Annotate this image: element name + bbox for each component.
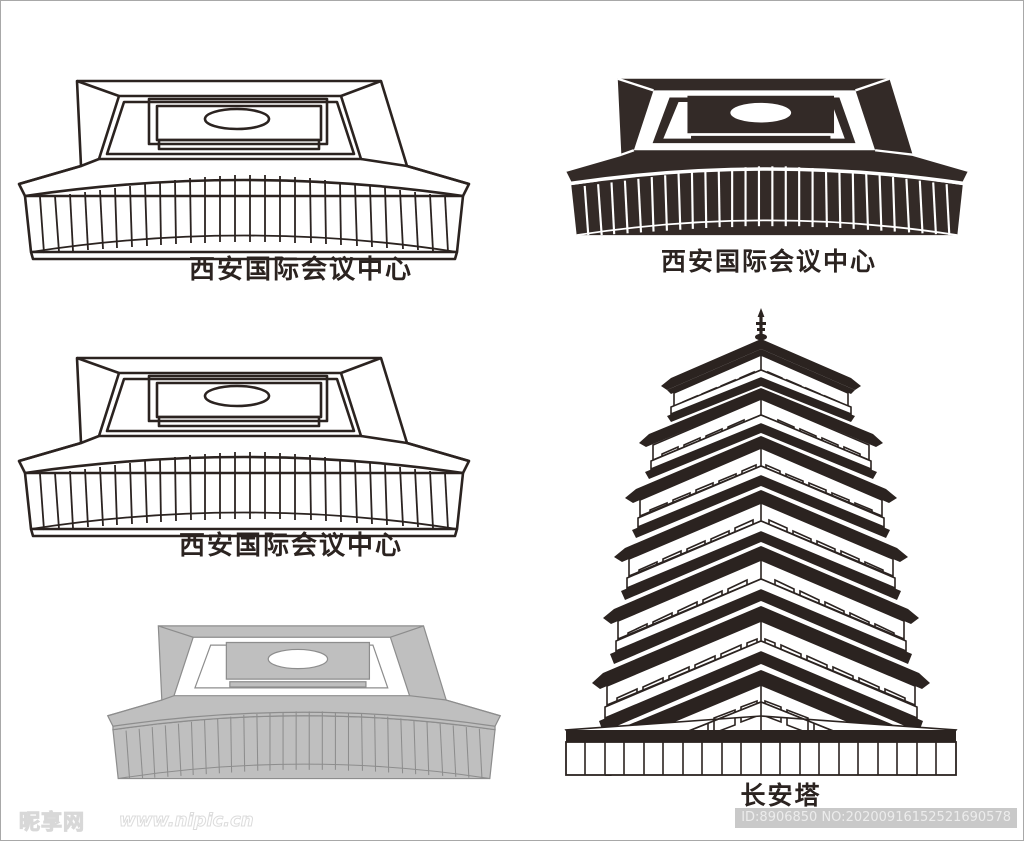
- asset-id-badge: ID:8906850 NO:20200916152521690578: [735, 808, 1017, 828]
- caption-convention-center-top-left: 西安国际会议中心: [188, 255, 413, 285]
- nipic-logo-text: 昵享网: [19, 810, 85, 835]
- colonnade-columns: [39, 175, 449, 254]
- caption-convention-center-mid-left: 西安国际会议中心: [178, 531, 403, 561]
- convention-center-outline-top: [17, 79, 471, 261]
- convention-center-solid-dark: [565, 77, 969, 237]
- watermark-footer: 昵享网 www.nipic.cn ID:8906850 NO:202009161…: [1, 800, 1024, 840]
- changan-tower-pagoda: [564, 308, 958, 776]
- caption-changan-tower: 长安塔: [740, 781, 822, 810]
- base-window-row: [584, 742, 937, 775]
- nipic-url-text: www.nipic.cn: [119, 810, 255, 832]
- convention-center-grey: [106, 625, 502, 780]
- caption-convention-center-top-right: 西安国际会议中心: [660, 247, 877, 276]
- pagoda-finial: [755, 308, 767, 341]
- convention-center-outline-mid: [17, 356, 471, 538]
